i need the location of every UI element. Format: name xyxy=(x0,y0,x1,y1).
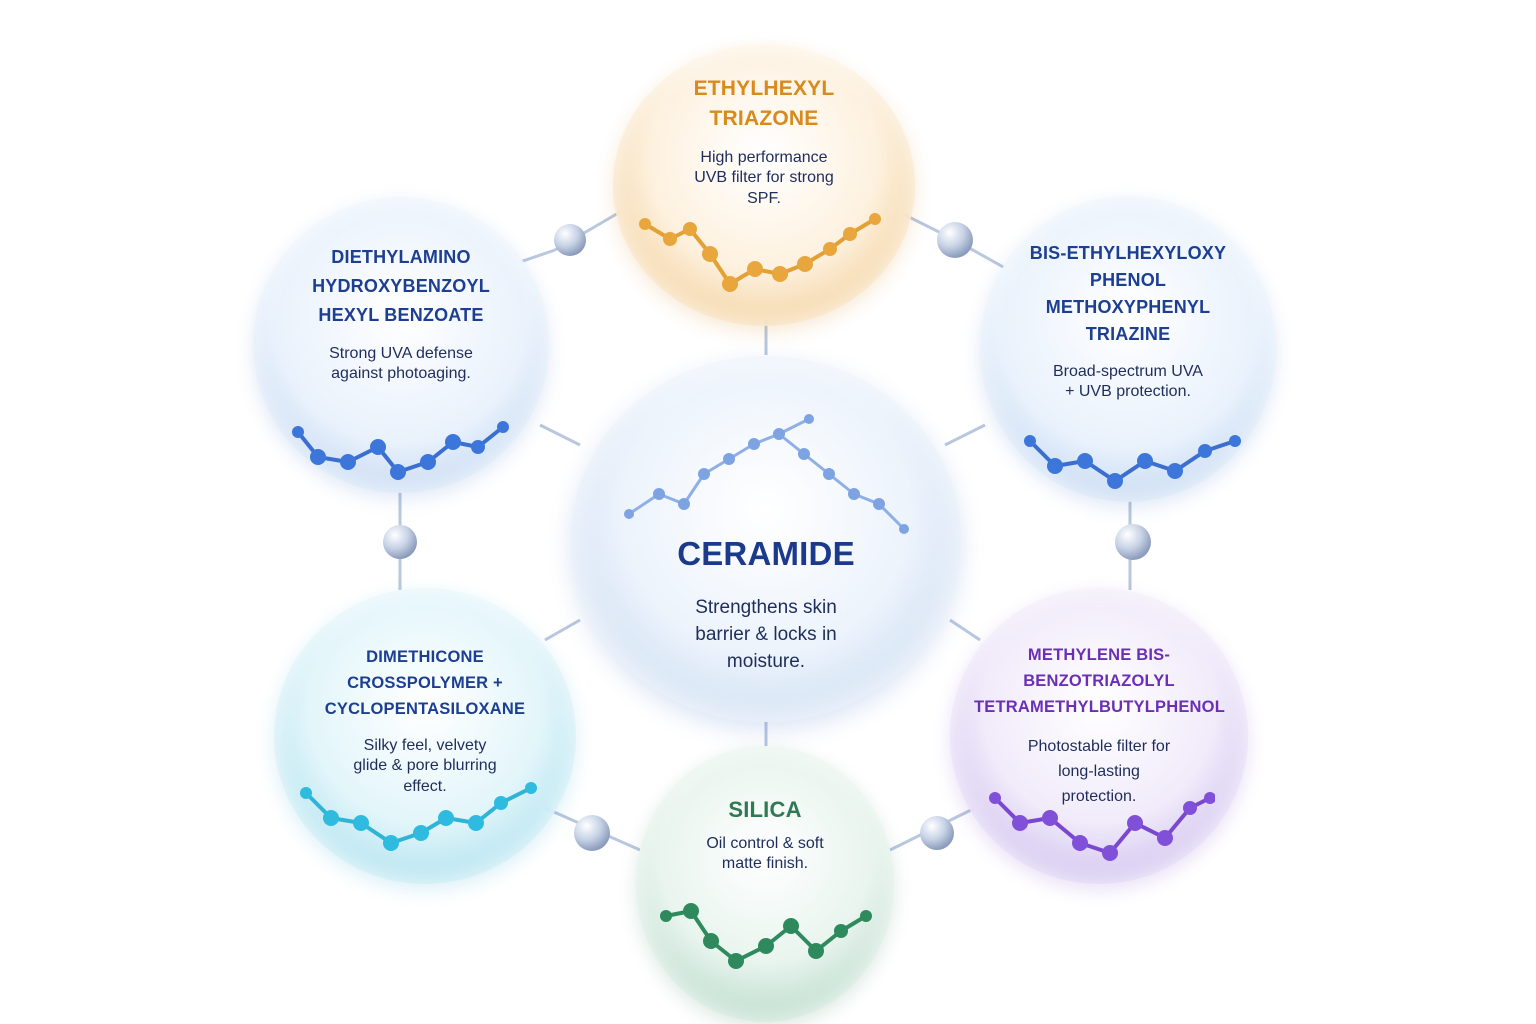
ingredient-bubble-ceramide: CERAMIDE Strengthens skin barrier & lock… xyxy=(571,356,961,722)
ingredient-bubble-ethylhexyl-triazone: ETHYLHEXYL TRIAZONE High performance UVB… xyxy=(613,44,915,326)
ingredient-title: DIETHYLAMINO HYDROXYBENZOYL HEXYL BENZOA… xyxy=(312,247,490,325)
ingredient-bubble-methylene-bis-benzotriazolyl: METHYLENE BIS-BENZOTRIAZOLYL TETRAMETHYL… xyxy=(950,588,1248,884)
connector-node xyxy=(383,525,417,559)
ingredient-bubble-dimethicone-crosspolymer: DIMETHICONE CROSSPOLYMER + CYCLOPENTASIL… xyxy=(274,588,576,884)
ingredient-description: High performance UVB filter for strong S… xyxy=(694,149,834,207)
connector-node xyxy=(574,815,610,851)
molecule-illustration xyxy=(292,421,509,480)
molecule-illustration xyxy=(989,792,1215,861)
connector-node xyxy=(920,816,954,850)
ingredient-title: METHYLENE BIS-BENZOTRIAZOLYL TETRAMETHYL… xyxy=(974,646,1225,716)
ingredient-description: Strong UVA defense against photoaging. xyxy=(329,345,473,383)
ingredient-bubble-bis-ethylhexyloxy-phenol: BIS-ETHYLHEXYLOXY PHENOL METHOXYPHENYL T… xyxy=(980,196,1276,502)
ingredient-description: Strengthens skin barrier & locks in mois… xyxy=(695,597,837,672)
molecule-illustration xyxy=(300,782,537,851)
ingredient-description: Broad-spectrum UVA + UVB protection. xyxy=(1053,363,1203,401)
connector-node xyxy=(1115,524,1151,560)
ingredient-title: SILICA xyxy=(728,797,802,822)
connector-node xyxy=(554,224,586,256)
ingredient-description: Photostable filter for long-lasting prot… xyxy=(1027,738,1171,805)
ingredient-title: CERAMIDE xyxy=(677,535,855,572)
ingredient-description: Silky feel, velvety glide & pore blurrin… xyxy=(353,737,497,795)
molecule-illustration xyxy=(660,903,872,969)
connector-node xyxy=(937,222,973,258)
ingredient-title: ETHYLHEXYL TRIAZONE xyxy=(693,77,835,130)
ingredient-title: DIMETHICONE CROSSPOLYMER + CYCLOPENTASIL… xyxy=(324,648,526,718)
ingredient-title: BIS-ETHYLHEXYLOXY PHENOL METHOXYPHENYL T… xyxy=(1029,243,1227,344)
ingredient-description: Oil control & soft matte finish. xyxy=(706,835,824,873)
molecule-illustration xyxy=(1024,435,1241,489)
ingredient-bubble-silica: SILICA Oil control & soft matte finish. xyxy=(636,746,894,1022)
connector-nodes xyxy=(383,222,1151,851)
molecule-illustration xyxy=(639,213,881,292)
ingredient-bubble-diethylamino-hydroxybenzoyl: DIETHYLAMINO HYDROXYBENZOYL HEXYL BENZOA… xyxy=(253,197,549,493)
molecule-illustration xyxy=(624,414,909,534)
